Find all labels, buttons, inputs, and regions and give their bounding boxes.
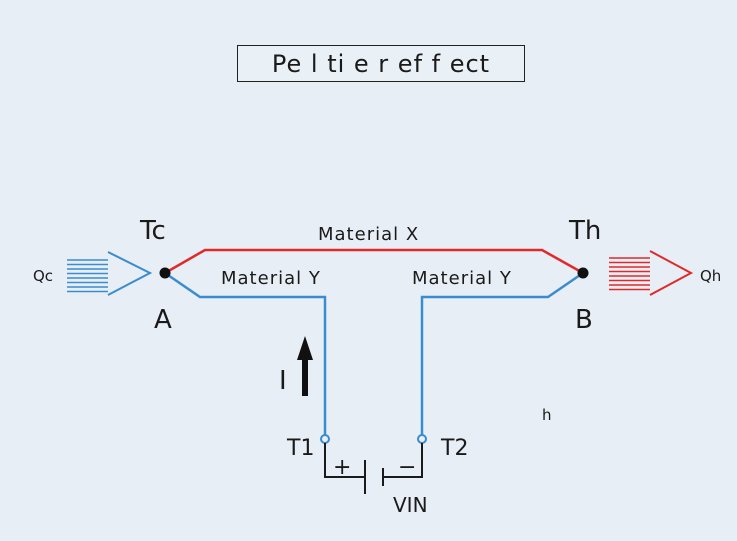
material-x-label: Material X [318, 224, 419, 245]
terminal-t1-label: T1 [286, 436, 314, 461]
qh-label: Qh [700, 267, 721, 285]
material-y-left-wire [164, 271, 327, 438]
battery-plus-label: + [333, 455, 351, 480]
tc-label: Tc [139, 216, 166, 246]
stray-h-label: h [542, 406, 552, 424]
junction-a-dot [159, 267, 171, 279]
current-label: I [279, 366, 287, 396]
terminal-t2-label: T2 [440, 436, 468, 461]
heat-released-arrow [609, 250, 694, 296]
material-y-right-wire [420, 271, 584, 438]
junction-a-label: A [154, 305, 172, 335]
battery-minus-label: − [398, 455, 416, 480]
th-label: Th [568, 216, 601, 246]
material-y-right-label: Material Y [412, 268, 512, 289]
junction-b-dot [577, 267, 589, 279]
qc-label: Qc [33, 267, 53, 285]
material-y-left-label: Material Y [221, 268, 321, 289]
diagram-title: Pe l ti e r ef f ect [237, 45, 525, 82]
terminal-t1-dot [320, 434, 330, 444]
material-x-wire [164, 248, 584, 275]
battery-circuit [324, 443, 423, 494]
vin-label: VIN [393, 493, 428, 517]
heat-absorbed-arrow [67, 251, 153, 296]
junction-b-label: B [575, 305, 593, 335]
current-arrow-icon [297, 336, 313, 396]
terminal-t2-dot [417, 434, 427, 444]
